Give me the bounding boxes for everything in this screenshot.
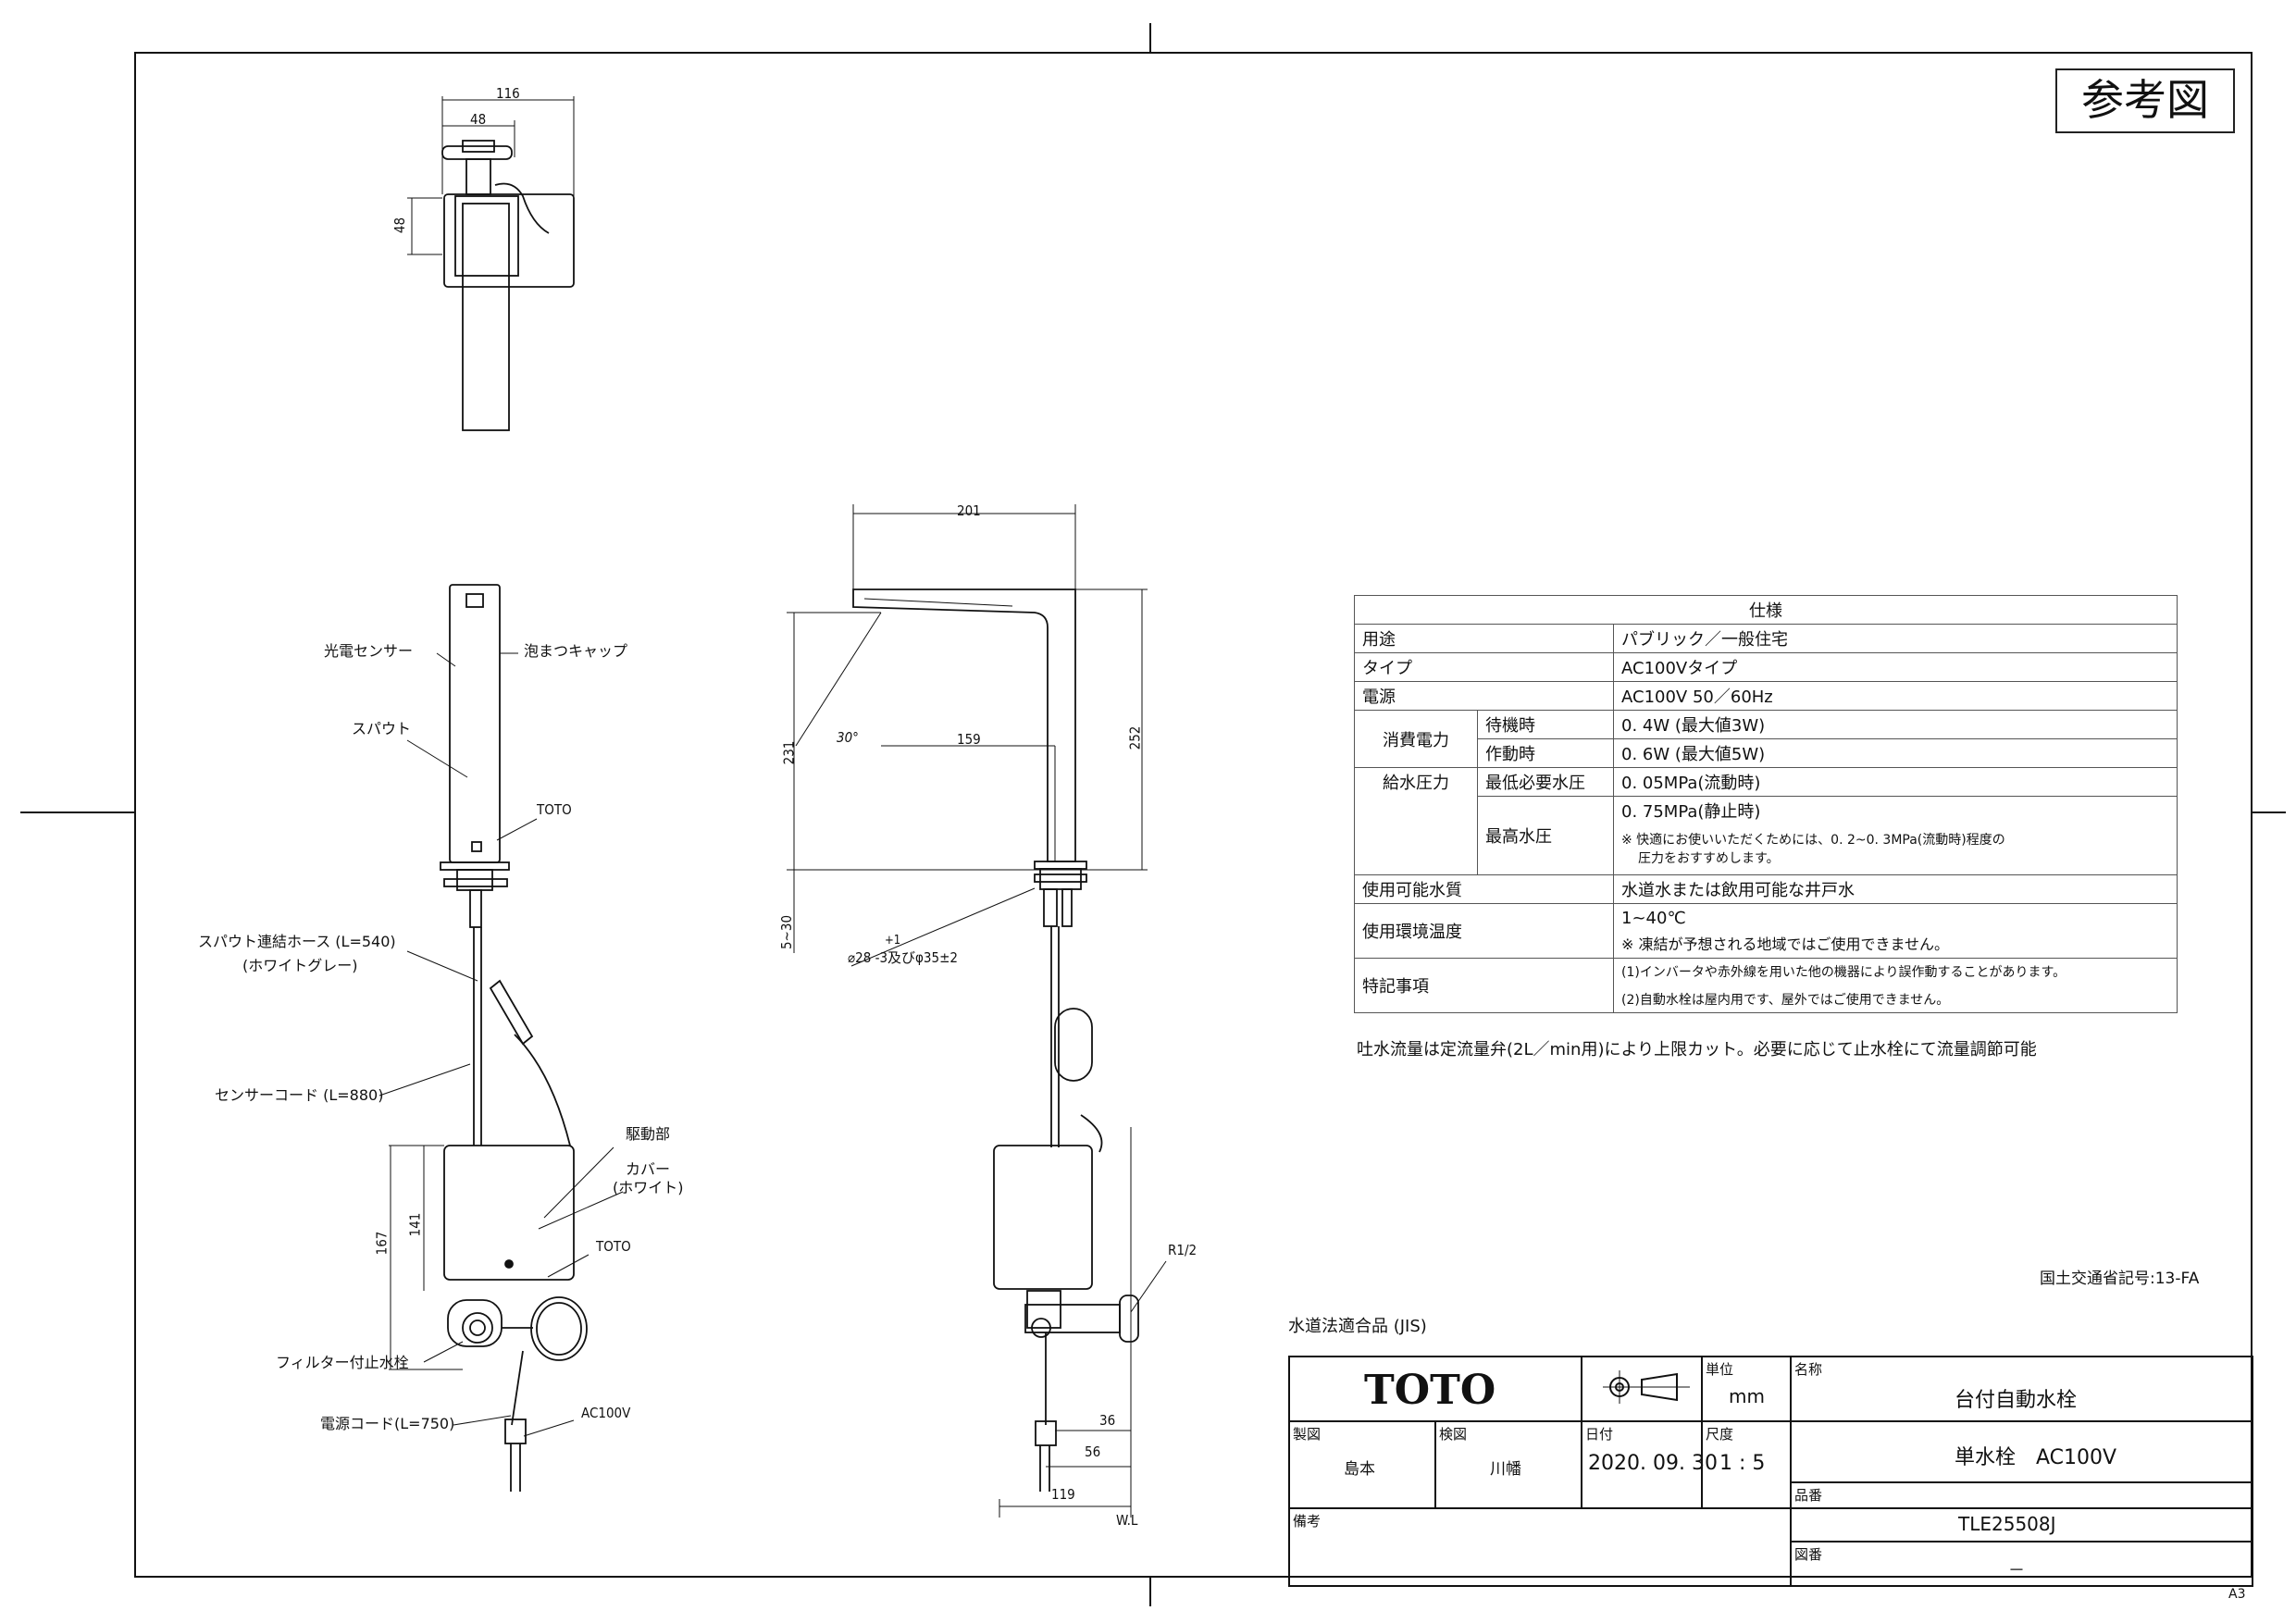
date-caption: 日付 [1585,1426,1614,1443]
drawn-value: 島本 [1344,1460,1375,1479]
spec-label-power: 電源 [1354,681,1614,711]
checked-caption: 検図 [1439,1426,1468,1443]
spec-label-usage: 用途 [1354,624,1614,653]
drawing-caption: 図番 [1794,1546,1823,1563]
spec-value-temp: 1~40℃ [1621,908,1686,928]
callout-ac100v: AC100V [581,1405,631,1421]
dim-hole-plus: +1 [885,934,901,948]
jis-note: 水道法適合品 (JIS) [1288,1317,1427,1336]
spec-value-standby: 0. 4W (最大値3W) [1613,710,2178,739]
spec-label-operate: 作動時 [1477,738,1614,768]
scale-value: 1 : 5 [1719,1452,1766,1475]
spec-note-max-pressure-1: ※ 快適にお使いいただくためには、0. 2~0. 3MPa(流動時)程度の [1621,833,2005,848]
spec-special-1: (1)インバータや赤外線を用いた他の機器により誤作動することがあります。 [1621,965,2066,980]
part-value: TLE25508J [1958,1513,2056,1535]
callout-cover: カバー [626,1160,671,1178]
name-caption: 名称 [1794,1361,1823,1378]
callout-toto-spout: TOTO [537,801,572,818]
spec-label-pressure: 給水圧力 [1354,767,1478,875]
name-value: 台付自動水栓 [1955,1389,2078,1412]
dim-167: 167 [373,1231,391,1256]
spec-note-max-pressure-2: 圧力をおすすめします。 [1638,851,1780,866]
dim-201: 201 [957,502,981,519]
spec-header: 仕様 [1354,595,2178,625]
spec-value-type: AC100Vタイプ [1613,652,2178,682]
spec-value-water: 水道水または飲用可能な井戸水 [1613,874,2178,904]
callout-filter-valve: フィルター付止水栓 [276,1354,409,1371]
spec-value-power: AC100V 50／60Hz [1613,681,2178,711]
dim-30deg: 30° [837,729,859,746]
dim-159: 159 [957,731,981,748]
dim-hole: ⌀28 -3及びφ35±2 [848,949,958,966]
remarks-caption: 備考 [1293,1513,1322,1530]
callout-hose: スパウト連結ホース (L=540) [198,933,396,950]
callout-sensor: 光電センサー [324,642,414,660]
callout-wl: W.L [1116,1512,1138,1529]
spec-label-temp: 使用環境温度 [1354,903,1614,959]
top-view [407,96,575,431]
dim-56: 56 [1085,1443,1101,1460]
callout-spout: スパウト [352,720,412,737]
callout-drive-unit: 駆動部 [626,1125,671,1143]
part-caption: 品番 [1794,1487,1823,1504]
drawn-caption: 製図 [1293,1426,1322,1443]
dim-141: 141 [406,1212,424,1237]
checked-value: 川幡 [1490,1460,1521,1479]
title-block: TOTO 単位 mm 名称 台付自動水栓 製図 島本 検図 川幡 日付 [1288,1356,2253,1587]
dim-231: 231 [780,740,798,765]
spec-label-special: 特記事項 [1354,958,1614,1013]
spec-value-max-pressure: 0. 75MPa(静止時) [1621,802,1761,822]
unit-caption: 単位 [1706,1361,1734,1378]
sheet-size: A3 [2228,1587,2246,1602]
projection-symbol-icon [1603,1370,1690,1404]
mlit-code: 国土交通省記号:13-FA [2040,1270,2200,1288]
dim-119: 119 [1051,1486,1075,1503]
spec-label-type: タイプ [1354,652,1614,682]
callout-power-cord: 電源コード(L=750) [320,1415,455,1432]
spec-value-operate: 0. 6W (最大値5W) [1613,738,2178,768]
spec-label-standby: 待機時 [1477,710,1614,739]
scale-caption: 尺度 [1706,1426,1734,1443]
callout-aerator: 泡まつキャップ [524,642,628,660]
callout-cover-color: (ホワイト) [613,1179,684,1196]
callout-toto-unit: TOTO [596,1238,631,1255]
spec-label-max-pressure: 最高水圧 [1477,796,1614,875]
callout-hose-color: (ホワイトグレー) [242,957,358,974]
front-view [379,584,624,1492]
side-view [787,504,1167,1518]
spec-label-water: 使用可能水質 [1354,874,1614,904]
dim-252: 252 [1126,725,1144,750]
spec-note-temp: ※ 凍結が予想される地域ではご使用できません。 [1621,935,1950,953]
spec-value-usage: パブリック／一般住宅 [1613,624,2178,653]
flow-note: 吐水流量は定流量弁(2L／min用)により上限カット。必要に応じて止水栓にて流量… [1357,1040,2037,1059]
spec-value-min-pressure: 0. 05MPa(流動時) [1613,767,2178,797]
date-value: 2020. 09. 30 [1588,1452,1718,1475]
dim-5-30: 5~30 [778,914,796,950]
spec-label-consumption: 消費電力 [1354,710,1478,768]
dim-116: 116 [496,85,520,102]
dim-48-top: 48 [470,111,487,128]
dim-36: 36 [1099,1412,1116,1429]
callout-sensor-cord: センサーコード (L=880) [215,1086,384,1104]
subname-value: 単水栓 AC100V [1955,1446,2117,1469]
drawing-frame [134,52,2253,1578]
drawing-value: － [2008,1561,2025,1580]
brand-logo: TOTO [1364,1367,1496,1414]
dim-48-side: 48 [391,217,409,234]
unit-value: mm [1729,1385,1765,1407]
spec-special-2: (2)自動水栓は屋内用です、屋外ではご使用できません。 [1621,993,1950,1008]
spec-label-min-pressure: 最低必要水圧 [1477,767,1614,797]
reference-drawing-badge: 参考図 [2055,68,2235,133]
callout-r12: R1/2 [1168,1242,1198,1258]
